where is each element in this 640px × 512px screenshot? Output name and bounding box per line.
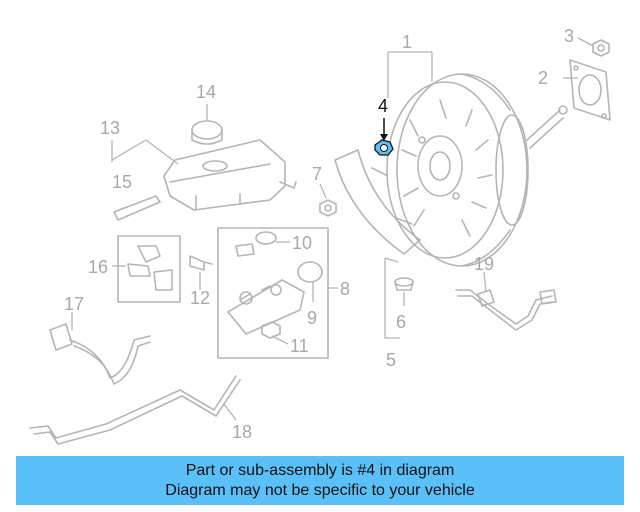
banner-line-2: Diagram may not be specific to your vehi… xyxy=(165,481,475,499)
retaining-pin xyxy=(113,195,161,221)
callout-16: 16 xyxy=(88,257,108,277)
brake-booster xyxy=(386,73,568,267)
info-banner: Part or sub-assembly is #4 in diagram Di… xyxy=(16,456,624,505)
master-cylinder-box xyxy=(217,227,329,359)
callout-3: 3 xyxy=(564,26,574,46)
wiring-harness-19 xyxy=(455,289,557,331)
nut-7 xyxy=(319,199,337,217)
callout-labels: 1 2 3 4 5 6 7 8 9 10 11 12 13 14 15 16 1… xyxy=(64,26,574,442)
callout-13: 13 xyxy=(100,118,120,138)
highlighted-nut-part-4[interactable] xyxy=(374,139,394,156)
parts-diagram: 1 2 3 4 5 6 7 8 9 10 11 12 13 14 15 16 1… xyxy=(29,26,611,445)
booster-nut xyxy=(592,39,610,57)
sensor-box xyxy=(117,235,213,303)
booster-gasket xyxy=(569,59,611,121)
callout-4-highlighted[interactable]: 4 xyxy=(378,96,388,116)
brake-line-18 xyxy=(29,375,241,445)
banner-line-1: Part or sub-assembly is #4 in diagram xyxy=(185,461,455,479)
callout-6: 6 xyxy=(396,312,406,332)
callout-8: 8 xyxy=(340,279,350,299)
callout-17: 17 xyxy=(64,294,84,314)
callout-11: 11 xyxy=(290,336,309,356)
callout-1: 1 xyxy=(402,32,412,52)
callout-9: 9 xyxy=(307,308,317,328)
wiring-harness-17 xyxy=(49,323,151,385)
callout-10: 10 xyxy=(292,233,312,253)
callout-5: 5 xyxy=(386,350,396,370)
grommet xyxy=(394,277,414,291)
callout-18: 18 xyxy=(232,422,252,442)
reservoir-cap xyxy=(191,120,223,140)
callout-19: 19 xyxy=(474,254,494,274)
callout-15: 15 xyxy=(112,172,132,192)
callout-7: 7 xyxy=(312,164,322,184)
callout-2: 2 xyxy=(538,68,548,88)
heat-shield xyxy=(334,149,421,255)
callout-12: 12 xyxy=(190,288,210,308)
brake-fluid-reservoir xyxy=(113,120,297,221)
leader-lines xyxy=(71,37,594,421)
callout-14: 14 xyxy=(196,82,216,102)
